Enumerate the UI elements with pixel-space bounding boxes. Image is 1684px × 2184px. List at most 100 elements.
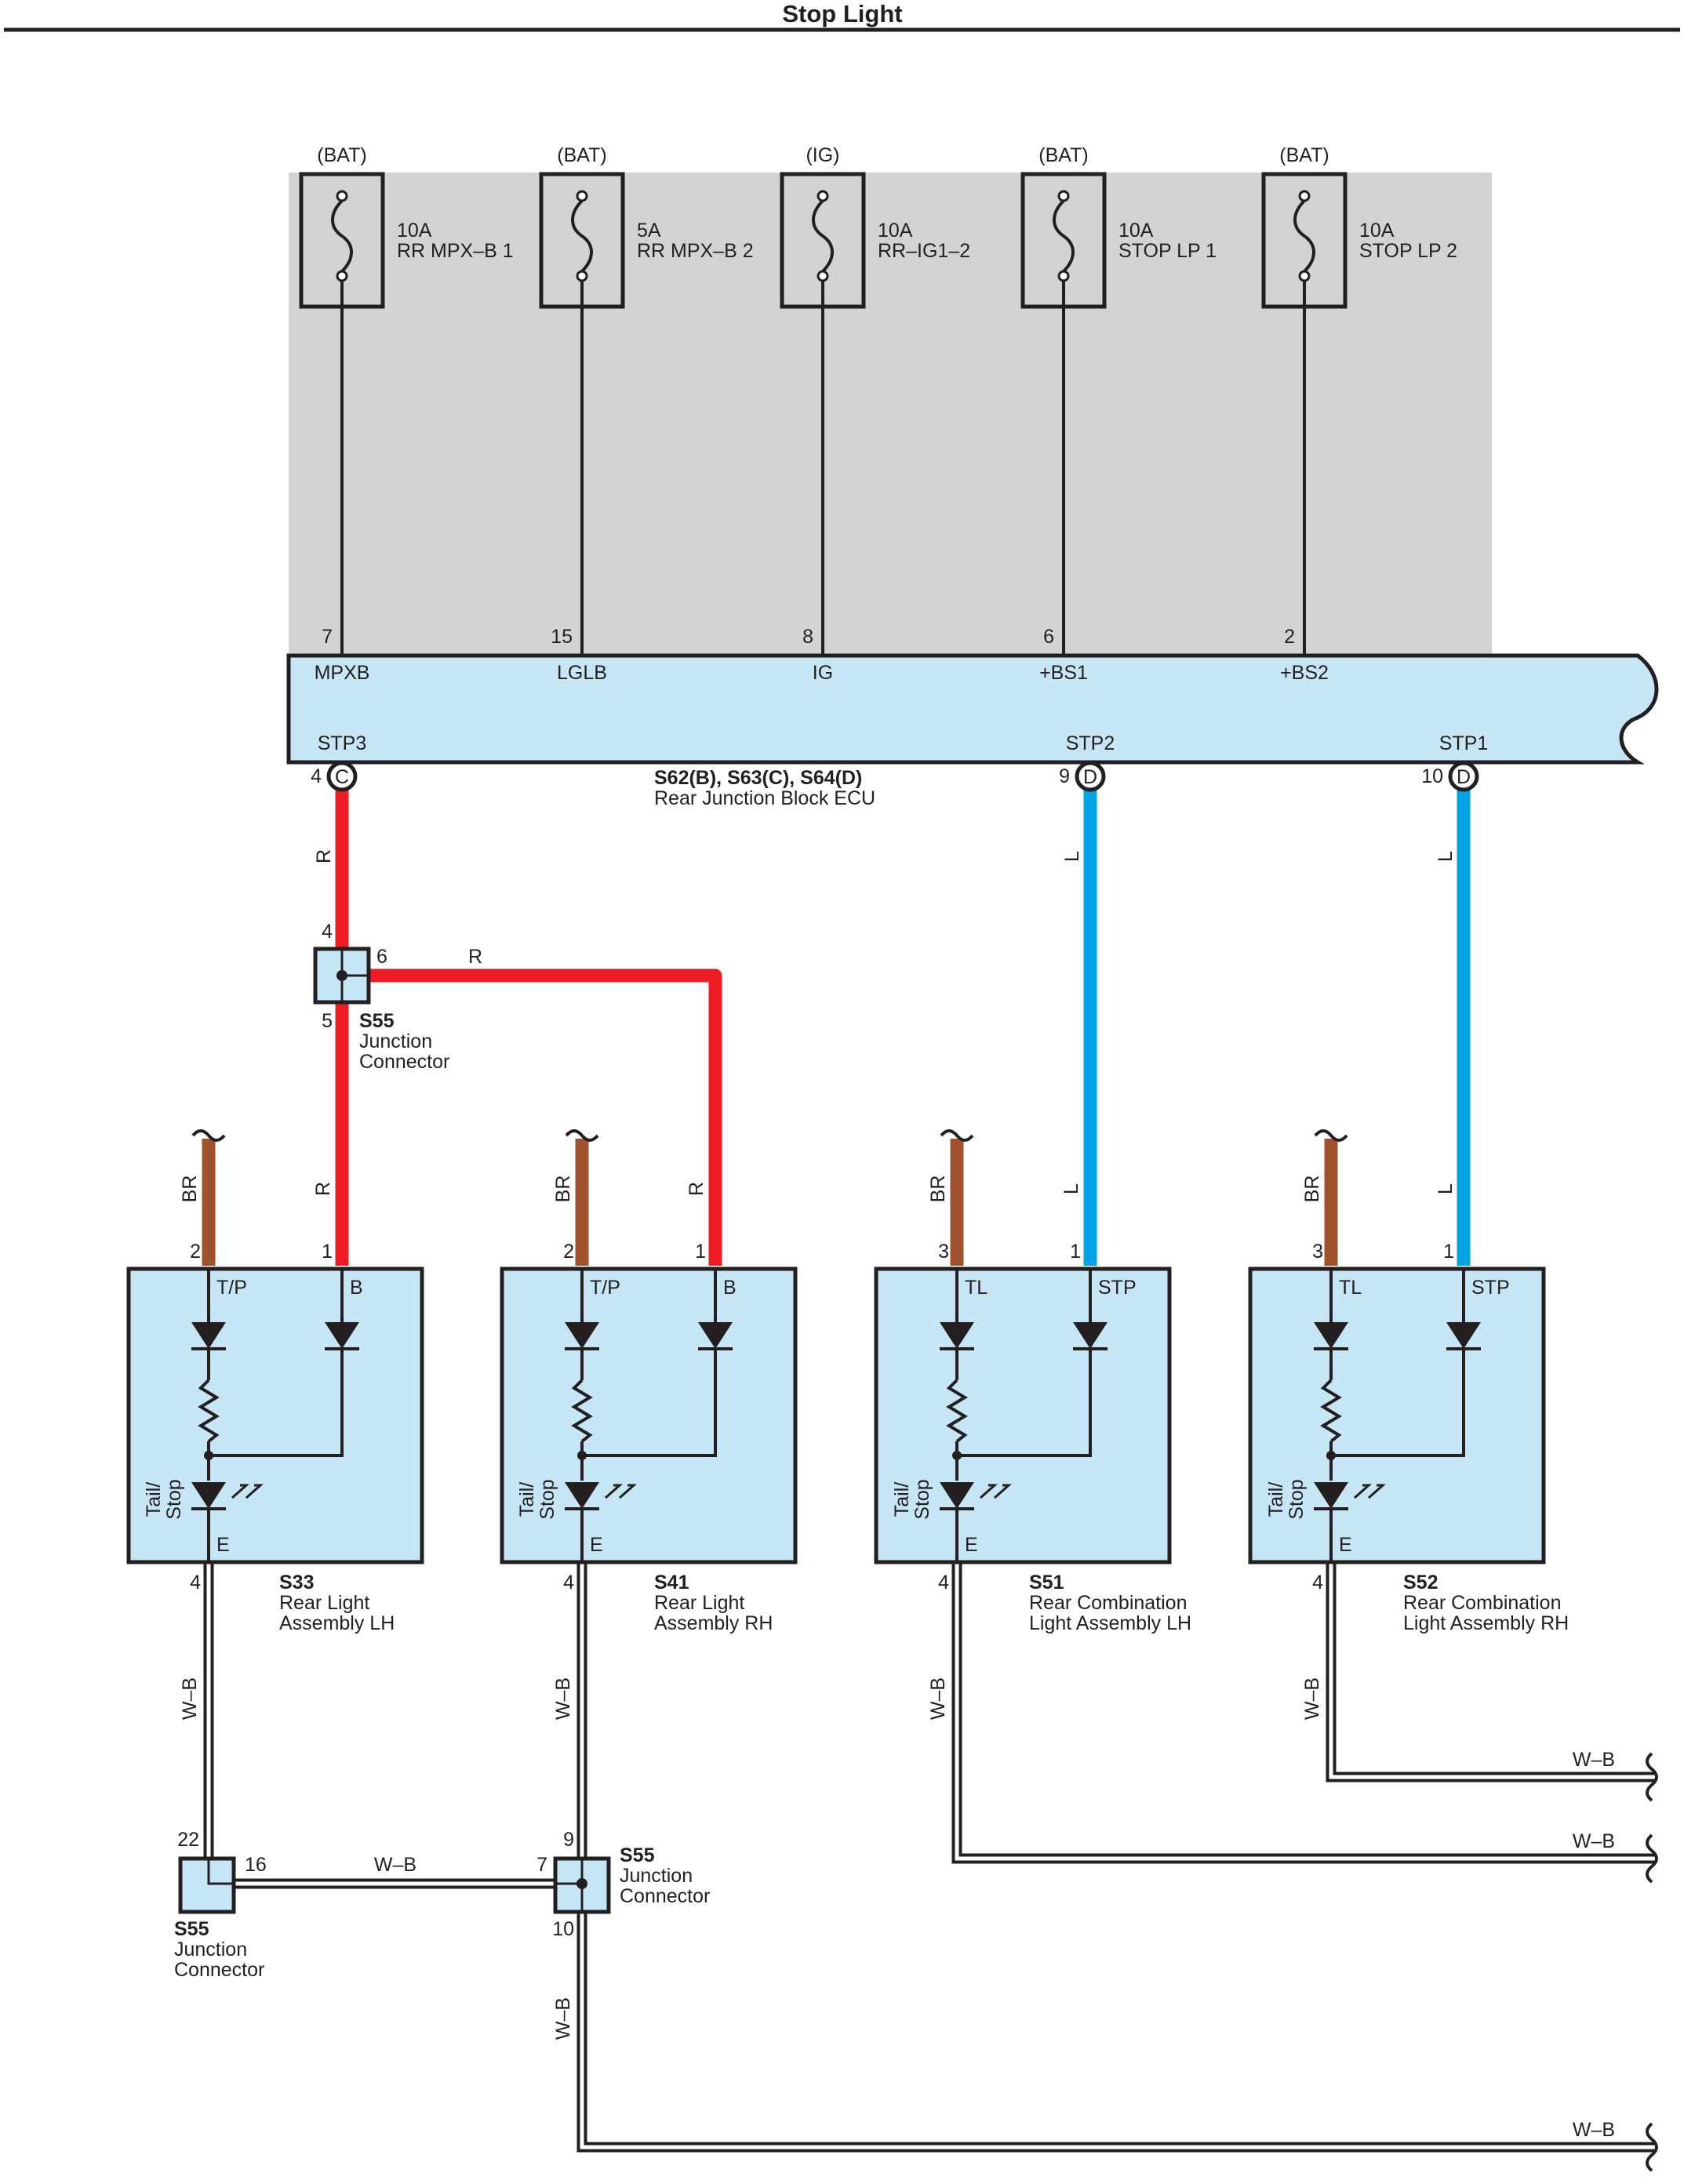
ecu-connector-d-1: D — [1083, 766, 1097, 788]
wire-label-s52-ground: W–B — [1301, 1677, 1323, 1720]
wire-label-s41-ground: W–B — [552, 1677, 574, 1720]
blue-wires — [1083, 787, 1471, 1266]
assembly-s51: 3 1 TL STP Tail/ Stop E 4 S51 Rear Combi… — [874, 1241, 1191, 1634]
assembly-s33-term-left: T/P — [216, 1277, 247, 1299]
ecu-terminal-bs1: +BS1 — [1039, 662, 1088, 684]
assembly-s52-name-1: Rear Combination — [1403, 1592, 1562, 1614]
junction-mid-name-1: Junction — [620, 1865, 693, 1887]
wire-label-s41-right: R — [686, 1182, 707, 1196]
assembly-s51-box — [874, 1266, 1172, 1564]
ecu-name: Rear Junction Block ECU — [654, 787, 875, 809]
ecu-terminal-bs2: +BS2 — [1280, 662, 1329, 684]
fuse-4-name: STOP LP 1 — [1118, 240, 1217, 262]
assembly-s33-ground-term: E — [216, 1534, 230, 1556]
fuse-3-name: RR–IG1–2 — [878, 240, 970, 262]
assembly-s33-name-2: Assembly LH — [279, 1612, 395, 1634]
junction-top-code: S55 — [359, 1010, 395, 1032]
assembly-s33-code: S33 — [279, 1572, 314, 1593]
ecu-output-connectors: C 4 D 9 D 10 — [311, 761, 1479, 792]
wire-label-s52-right: L — [1435, 1183, 1457, 1194]
assembly-s41-pin-left: 2 — [563, 1241, 574, 1263]
ecu-input-pins: 7 15 8 6 2 — [322, 626, 1295, 648]
junction-left-pin-top: 22 — [177, 1829, 199, 1851]
assembly-s51-ground-pin: 4 — [938, 1572, 949, 1593]
diagram-title: Stop Light — [782, 0, 902, 27]
ecu-terminal-stp1: STP1 — [1439, 732, 1489, 754]
wire-label-s51-left: BR — [927, 1176, 949, 1203]
assembly-s41-ground-term: E — [590, 1534, 603, 1556]
junction-top-name-1: Junction — [359, 1030, 432, 1052]
fuse-5-rating: 10A — [1359, 220, 1395, 242]
assembly-s51-lamp-2: Stop — [911, 1479, 933, 1519]
assembly-s52-term-right: STP — [1471, 1277, 1510, 1299]
fuse-4-symbol-icon — [1053, 199, 1075, 273]
wire-label-s33-right: R — [312, 1182, 334, 1196]
assembly-s51-name-2: Light Assembly LH — [1029, 1612, 1191, 1634]
assembly-s33-ground-pin: 4 — [190, 1572, 201, 1593]
wire-label-s33-left: BR — [179, 1176, 201, 1203]
ecu-pin-stp3: 4 — [311, 765, 322, 787]
assembly-s41-pin-right: 1 — [695, 1241, 706, 1263]
fuse-1-name: RR MPX–B 1 — [397, 240, 514, 262]
junction-left-name-1: Junction — [174, 1939, 247, 1961]
ecu-terminals: MPXB LGLB IG +BS1 +BS2 STP3 STP2 STP1 — [315, 662, 1489, 754]
assembly-s51-name-1: Rear Combination — [1029, 1592, 1188, 1614]
junction-mid-pin-left: 7 — [536, 1854, 547, 1876]
ecu-connector-codes: S62(B), S63(C), S64(D) — [654, 767, 862, 789]
assembly-s52-name-2: Light Assembly RH — [1403, 1612, 1569, 1634]
junction-mid-pin-bottom: 10 — [552, 1918, 574, 1940]
ecu-pin-lglb: 15 — [551, 626, 573, 648]
fuse-feed-wires — [340, 281, 1306, 656]
assembly-s41-term-left: T/P — [590, 1277, 620, 1299]
assembly-s33: 2 1 T/P B Tail/ Stop E 4 S33 Rear Light … — [126, 1241, 424, 1634]
assembly-s41-name-1: Rear Light — [654, 1592, 744, 1614]
assembly-s52-term-left: TL — [1339, 1277, 1362, 1299]
wire-label-junction-mid-down: W–B — [552, 1997, 574, 2040]
assembly-s33-name-1: Rear Light — [279, 1592, 369, 1614]
wire-label-s41-left: BR — [552, 1176, 574, 1203]
wire-label-stp3: R — [313, 849, 335, 863]
junction-left-code: S55 — [174, 1918, 209, 1940]
ground-continuation-icons — [1646, 1752, 1658, 2172]
fuse-3-rating: 10A — [878, 220, 913, 242]
junction-connector-top: 4 6 5 R S55 Junction Connector — [313, 921, 482, 1073]
assembly-s33-term-right: B — [350, 1277, 363, 1299]
wire-continuation-icons — [191, 1129, 1348, 1142]
junction-top-name-2: Connector — [359, 1051, 449, 1073]
assembly-s41-box — [500, 1266, 798, 1564]
fuse-2-symbol-icon — [571, 199, 593, 273]
assembly-s41-lamp-2: Stop — [536, 1479, 558, 1519]
fuse-3: (IG) 10A RR–IG1–2 — [780, 144, 970, 309]
fuse-5-name: STOP LP 2 — [1359, 240, 1457, 262]
junction-top-wire-label: R — [468, 946, 482, 968]
fuse-5-source: (BAT) — [1279, 144, 1329, 166]
assembly-s52-box — [1248, 1266, 1546, 1564]
ecu-pin-mpxb: 7 — [322, 626, 333, 648]
ecu-terminal-lglb: LGLB — [557, 662, 607, 684]
assembly-s41-term-right: B — [723, 1277, 737, 1299]
ground-label-s51: W–B — [1573, 1830, 1615, 1852]
ecu-pin-bs1: 6 — [1043, 626, 1054, 648]
junction-mid-code: S55 — [620, 1844, 655, 1866]
junction-mid-pin-top: 9 — [563, 1829, 574, 1851]
red-wires — [335, 787, 722, 1266]
junction-left-name-2: Connector — [174, 1959, 264, 1981]
wire-label-s51-ground: W–B — [927, 1677, 949, 1720]
assembly-s33-lamp-2: Stop — [163, 1479, 185, 1519]
fuse-1-source: (BAT) — [317, 144, 366, 166]
ecu-connector-c: C — [335, 766, 349, 788]
ecu-terminal-stp2: STP2 — [1066, 732, 1115, 754]
junction-top-pin-in: 4 — [322, 921, 333, 943]
junction-mid-name-2: Connector — [620, 1885, 710, 1907]
fuse-5-symbol-icon — [1293, 199, 1315, 273]
assembly-s33-pin-right: 1 — [322, 1241, 333, 1263]
ecu-terminal-ig: IG — [813, 662, 833, 684]
wire-label-s33-ground: W–B — [179, 1677, 201, 1720]
fuse-1-symbol-icon — [331, 199, 353, 273]
ground-label-s52: W–B — [1573, 1749, 1615, 1771]
fuse-1-rating: 10A — [397, 220, 432, 242]
fuse-4-rating: 10A — [1118, 220, 1154, 242]
junction-connector-left: 22 16 W–B S55 Junction Connector — [174, 1829, 416, 1981]
assembly-s41-lamp-1: Tail/ — [516, 1482, 538, 1517]
assembly-s41-ground-pin: 4 — [563, 1572, 574, 1593]
